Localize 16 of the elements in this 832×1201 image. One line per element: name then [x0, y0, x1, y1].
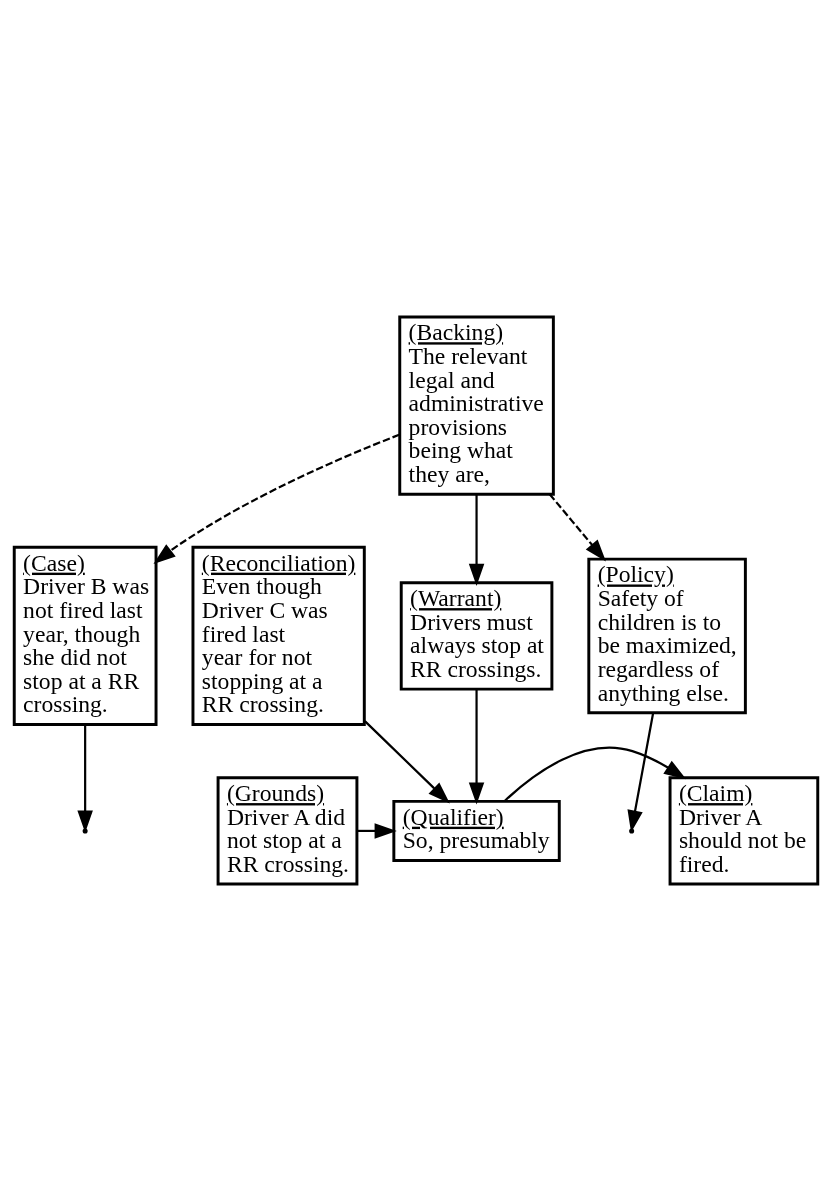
node-box: (Reconciliation) Even though Driver C was fired last year for not stopping at a RR crossing.	[191, 545, 366, 727]
arrow	[364, 720, 450, 804]
arrow	[77, 725, 93, 833]
node-box: (Grounds) Driver A did not stop at a RR crossing.	[216, 776, 359, 886]
node-box: (Case) Driver B was not fired last year, though she did not stop at a RR crossing.	[12, 545, 158, 727]
node-box: (Qualifier) So, presumably	[392, 799, 561, 862]
arrow	[153, 433, 400, 564]
arrow	[548, 493, 606, 562]
node-box: (Backing) The relevant legal and administrative provisions being what they are,	[398, 315, 555, 496]
node-box: (Claim) Driver A should not be fired.	[668, 776, 820, 886]
arrow	[468, 494, 485, 586]
arrow	[468, 689, 485, 805]
node-box: (Warrant) Drivers must always stop at RR crossings.	[399, 581, 554, 691]
node-box: (Policy) Safety of children is to be maximized, regardless of anything else.	[587, 557, 747, 715]
arrow	[627, 712, 655, 833]
arrow	[503, 746, 687, 802]
